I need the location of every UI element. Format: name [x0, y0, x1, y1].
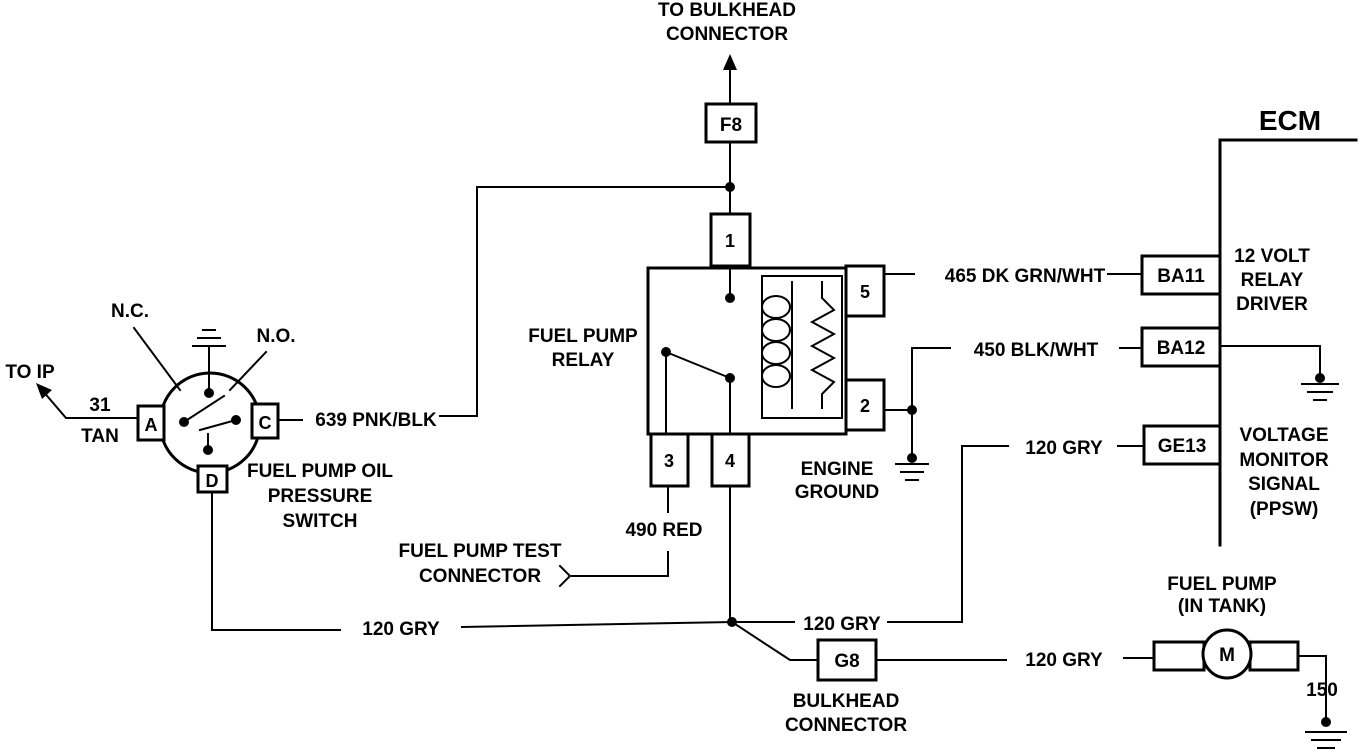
svg-text:ENGINE: ENGINE: [801, 459, 874, 480]
connector-g8: G8: [816, 638, 878, 682]
resistor-icon: [809, 281, 837, 409]
wire-465-label: 465 DK GRN/WHT: [945, 266, 1106, 287]
fuel-pump-oil-pressure-switch: A C D: [136, 345, 280, 494]
svg-text:F8: F8: [720, 115, 742, 136]
switch-ground-icon: [192, 329, 226, 347]
pump-ground-icon: [1305, 731, 1347, 749]
svg-text:(IN TANK): (IN TANK): [1178, 596, 1266, 617]
relay-switch-arm: [664, 350, 732, 380]
fuel-pump-motor: M: [1152, 628, 1300, 680]
arrow-to-ip-icon: [36, 383, 52, 399]
wire-to-g8: [730, 620, 819, 661]
ecm-module: ECM: [1218, 105, 1358, 547]
to-ip-label: TO IP: [5, 362, 55, 383]
svg-text:GE13: GE13: [1158, 436, 1207, 457]
svg-text:SWITCH: SWITCH: [283, 511, 358, 532]
svg-text:(PPSW): (PPSW): [1250, 499, 1319, 520]
svg-text:DRIVER: DRIVER: [1236, 294, 1308, 315]
wire-490-label: 490 RED: [625, 520, 702, 541]
svg-text:VOLTAGE: VOLTAGE: [1239, 425, 1328, 446]
fuel-pump-relay: [646, 239, 848, 436]
nc-leader: [132, 326, 182, 392]
wire-120-left: [211, 491, 341, 631]
svg-text:G8: G8: [834, 651, 859, 672]
svg-text:PRESSURE: PRESSURE: [268, 486, 373, 507]
svg-text:FUEL PUMP: FUEL PUMP: [1167, 574, 1277, 595]
wire-450-label: 450 BLK/WHT: [974, 340, 1099, 361]
svg-text:3: 3: [664, 451, 674, 471]
wire-639-label: 639 PNK/BLK: [315, 410, 437, 431]
wire-120-ge13: [887, 445, 1009, 623]
ecm-relay-driver-label: 12 VOLT RELAY DRIVER: [1234, 246, 1310, 315]
svg-text:CONNECTOR: CONNECTOR: [785, 715, 907, 736]
svg-text:ECM: ECM: [1259, 105, 1321, 136]
ecm-ground-wire: [1219, 345, 1321, 379]
bulkhead-connector-label: BULKHEAD CONNECTOR: [785, 691, 907, 736]
svg-text:CONNECTOR: CONNECTOR: [419, 566, 541, 587]
arrow-up-icon: [723, 54, 737, 70]
svg-text:BA11: BA11: [1157, 266, 1205, 287]
svg-text:D: D: [206, 471, 219, 491]
switch-label: FUEL PUMP OIL PRESSURE SWITCH: [247, 461, 393, 532]
svg-text:12 VOLT: 12 VOLT: [1234, 246, 1310, 267]
svg-text:5: 5: [860, 282, 870, 302]
relay-coil-icon: [761, 281, 793, 409]
wire-120-left-label: 120 GRY: [362, 619, 440, 640]
svg-text:2: 2: [860, 396, 870, 416]
wire-120-mid-label: 120 GRY: [803, 614, 881, 635]
svg-text:C: C: [259, 413, 272, 433]
svg-text:RELAY: RELAY: [552, 350, 615, 371]
wire-150-label: 150: [1306, 680, 1338, 701]
svg-text:FUEL PUMP: FUEL PUMP: [528, 326, 638, 347]
wire-639-pnk-blk: [439, 186, 731, 417]
wire-31-tan: [40, 388, 139, 419]
svg-text:GROUND: GROUND: [795, 482, 879, 503]
svg-text:BA12: BA12: [1157, 338, 1206, 359]
wire-490: [571, 551, 669, 577]
motor-icon: M: [1219, 645, 1235, 666]
engine-ground-label: ENGINE GROUND: [795, 459, 879, 503]
relay-label: FUEL PUMP RELAY: [528, 326, 638, 371]
connector-ge13: GE13: [1142, 424, 1222, 466]
svg-text:CONNECTOR: CONNECTOR: [666, 24, 788, 45]
svg-text:TO BULKHEAD: TO BULKHEAD: [658, 0, 796, 21]
svg-text:FUEL PUMP TEST: FUEL PUMP TEST: [399, 541, 562, 562]
connector-ba11: BA11: [1140, 254, 1222, 296]
no-label: N.O.: [256, 326, 295, 347]
tan-label: TAN: [81, 426, 119, 447]
nc-label: N.C.: [111, 301, 149, 322]
svg-text:4: 4: [725, 451, 735, 471]
fuel-pump-label: FUEL PUMP (IN TANK): [1167, 574, 1277, 617]
test-connector-icon: [558, 564, 572, 588]
relay-pin-3: 3: [649, 432, 690, 488]
to-bulkhead-connector-label: TO BULKHEAD CONNECTOR: [658, 0, 796, 45]
no-leader: [228, 350, 268, 392]
relay-pin-5: 5: [844, 264, 886, 318]
svg-text:FUEL PUMP OIL: FUEL PUMP OIL: [247, 461, 393, 482]
connector-f8: F8: [704, 102, 758, 144]
wire-450: [911, 347, 951, 459]
svg-text:RELAY: RELAY: [1241, 270, 1304, 291]
relay-pin-1: 1: [709, 212, 752, 268]
wire-120-ge13-label: 120 GRY: [1025, 438, 1103, 459]
wire-150: [1297, 655, 1327, 723]
wire-120-pump-label: 120 GRY: [1025, 650, 1103, 671]
svg-text:SIGNAL: SIGNAL: [1248, 474, 1320, 495]
ecm-voltage-monitor-label: VOLTAGE MONITOR SIGNAL (PPSW): [1239, 425, 1329, 520]
engine-ground-icon: [895, 463, 929, 481]
svg-text:A: A: [145, 415, 158, 435]
relay-pin-4: 4: [710, 432, 751, 488]
fuel-pump-test-connector-label: FUEL PUMP TEST CONNECTOR: [399, 541, 562, 587]
svg-text:1: 1: [725, 231, 735, 251]
ecm-ground-icon: [1301, 383, 1339, 401]
wire-31-label: 31: [89, 395, 111, 416]
svg-text:MONITOR: MONITOR: [1239, 450, 1329, 471]
connector-ba12: BA12: [1140, 326, 1222, 368]
svg-text:BULKHEAD: BULKHEAD: [793, 691, 900, 712]
relay-pin-2: 2: [844, 378, 886, 432]
